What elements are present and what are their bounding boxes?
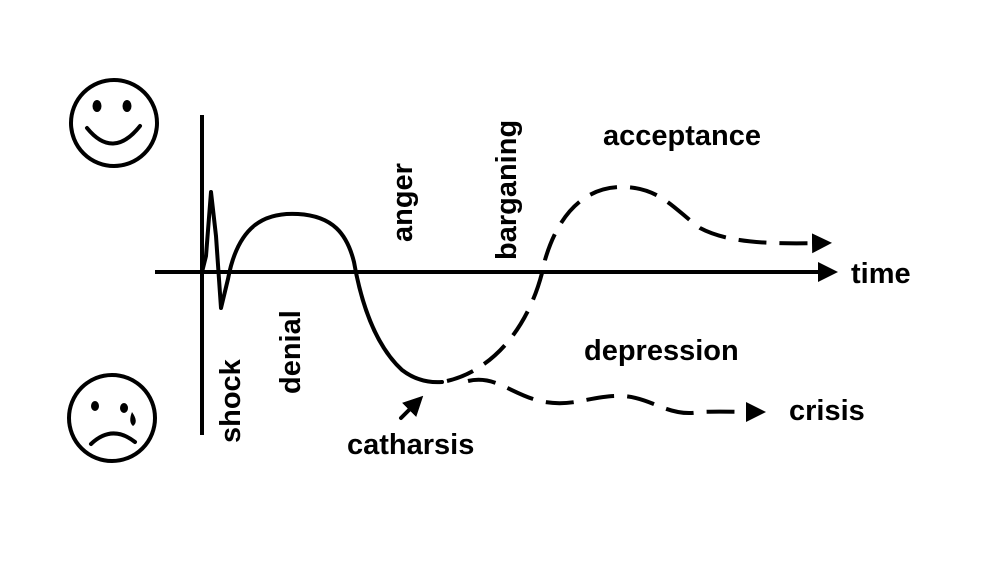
- depression-crisis-path: [467, 377, 766, 422]
- catharsis-label: catharsis: [347, 429, 474, 461]
- bargaining-label: barganing: [491, 120, 523, 260]
- depression-label: depression: [584, 335, 739, 367]
- time-label: time: [851, 258, 911, 290]
- emotion-curve-solid: [200, 190, 444, 385]
- denial-label: denial: [275, 310, 307, 394]
- acceptance-label: acceptance: [603, 120, 761, 152]
- crisis-label: crisis: [789, 395, 865, 427]
- catharsis-arrow: [399, 395, 424, 420]
- sad-face-icon: [67, 373, 157, 463]
- anger-label: anger: [387, 163, 419, 242]
- shock-label: shock: [215, 358, 247, 443]
- smiling-face-icon: [69, 78, 159, 168]
- bargaining-acceptance-path: [446, 185, 832, 383]
